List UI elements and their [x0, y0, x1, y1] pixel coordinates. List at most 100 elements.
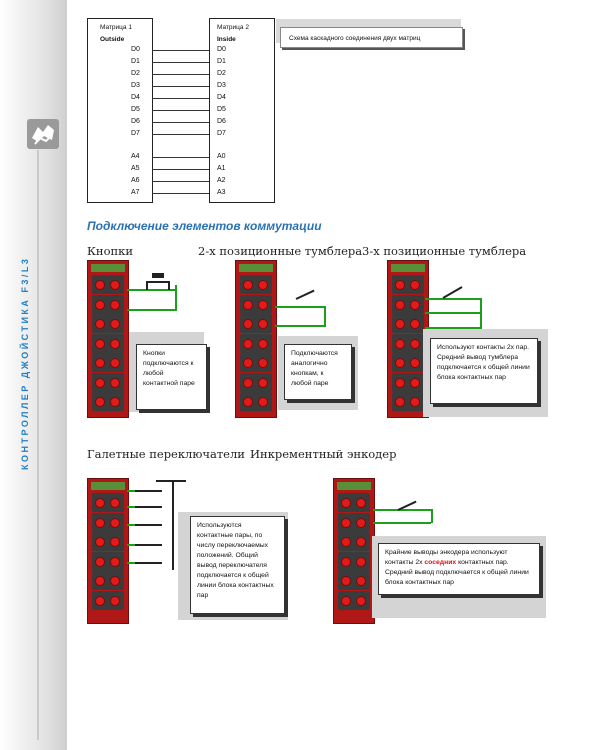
- board-contact-slot: [392, 353, 424, 372]
- matrix-1-title: Матрица 1: [100, 24, 132, 31]
- board-contact-slot: [240, 275, 272, 294]
- rotary-wire: [127, 544, 135, 546]
- matrix-connection-line: [152, 110, 209, 111]
- board-contact-dot: [258, 358, 268, 368]
- matrix-2-row-label: D0: [217, 46, 226, 53]
- matrix-connection-line: [152, 74, 209, 75]
- board-contact-slot: [92, 372, 124, 392]
- matrix-1-row-label: A5: [131, 165, 140, 172]
- sidebar-divider: [37, 150, 39, 740]
- board-contact-dot: [95, 556, 105, 567]
- matrix-1-row-label: A7: [131, 189, 140, 196]
- toggle2-wire-top: [275, 306, 325, 308]
- matrix-2-row-label: D1: [217, 58, 226, 65]
- board-contact-dot: [410, 358, 420, 368]
- matrix-connection-line: [152, 86, 209, 87]
- board-contact-dot: [95, 280, 105, 290]
- board-contact-dot: [395, 280, 405, 290]
- button-wire-top: [127, 289, 175, 291]
- matrix-2-row-label: D4: [217, 94, 226, 101]
- board-contact-dot: [95, 537, 105, 547]
- board-contact-slot: [338, 532, 370, 551]
- board-connector: [391, 264, 425, 272]
- matrix-1-row-label: D5: [131, 106, 140, 113]
- board-contact-dot: [243, 358, 253, 368]
- board-contact-dot: [356, 498, 366, 508]
- note-encoder-text-2: контактных пар. Средний вывод подключает…: [385, 559, 529, 586]
- matrix-1-row-label: A4: [131, 153, 140, 160]
- contact-board-image: [87, 478, 129, 624]
- matrix-1-row-label: D7: [131, 130, 140, 137]
- board-contact-slot: [338, 512, 370, 532]
- board-contact-slot: [92, 294, 124, 314]
- toggle3-wire-side: [480, 298, 482, 328]
- board-contact-dot: [110, 377, 120, 388]
- board-contact-slot: [392, 294, 424, 314]
- board-contact-slot: [240, 294, 272, 314]
- matrix-1-row-label: D6: [131, 118, 140, 125]
- matrix-1-row-label: D2: [131, 70, 140, 77]
- matrix-2-title: Матрица 2: [217, 24, 249, 31]
- button-wire-side: [175, 285, 177, 309]
- board-contact-dot: [341, 556, 351, 567]
- toggle3-wire-1: [425, 298, 480, 300]
- toggle3-wire-2: [425, 312, 480, 314]
- board-contact-slot: [92, 275, 124, 294]
- cascade-caption: Схема каскадного соединения двух матриц: [280, 27, 463, 48]
- matrix-connection-line: [152, 122, 209, 123]
- board-contact-dot: [410, 280, 420, 290]
- rotary-top-bar: [156, 480, 186, 482]
- board-contact-dot: [258, 397, 268, 407]
- rotary-contact-line: [135, 490, 162, 492]
- rotary-wire: [127, 506, 135, 508]
- matrix-2-row-label: D6: [217, 118, 226, 125]
- board-contact-dot: [356, 517, 366, 528]
- encoder-wire-2: [373, 522, 431, 524]
- matrix-2-row-label: D2: [217, 70, 226, 77]
- board-contact-slot: [392, 314, 424, 333]
- rotary-wire: [127, 490, 135, 492]
- board-connector: [337, 482, 371, 490]
- matrix-1-row-label: A6: [131, 177, 140, 184]
- button-wire-bottom: [127, 309, 177, 311]
- matrix-1-row-label: D3: [131, 82, 140, 89]
- board-contact-dot: [110, 537, 120, 547]
- board-contact-dot: [110, 319, 120, 329]
- matrix-2-row-label: A0: [217, 153, 226, 160]
- board-contact-slot: [92, 493, 124, 512]
- board-contact-dot: [243, 377, 253, 388]
- toggle3-wire-3: [425, 327, 482, 329]
- board-contact-dot: [110, 595, 120, 606]
- matrix-1-subtitle: Outside: [100, 36, 125, 43]
- board-contact-dot: [356, 537, 366, 547]
- board-contact-slot: [92, 314, 124, 333]
- matrix-connection-line: [152, 98, 209, 99]
- note-encoder-text: Крайние выводы энкодера используют конта…: [385, 549, 508, 566]
- board-contact-dot: [95, 576, 105, 586]
- board-contact-dot: [243, 319, 253, 329]
- heading-toggle2: 2-х позиционные тумблера: [198, 244, 363, 258]
- controller-logo-icon: [26, 118, 60, 150]
- toggle2-wire-bottom: [275, 325, 326, 327]
- board-contact-dot: [395, 397, 405, 407]
- board-contact-dot: [95, 397, 105, 407]
- board-contact-slot: [92, 532, 124, 551]
- board-contact-dot: [110, 299, 120, 310]
- board-connector: [239, 264, 273, 272]
- contact-board-image: [333, 478, 375, 624]
- board-contact-slot: [92, 590, 124, 610]
- board-contact-dot: [356, 595, 366, 606]
- board-contact-dot: [356, 556, 366, 567]
- contact-board-image: [235, 260, 277, 418]
- board-contact-dot: [258, 377, 268, 388]
- matrix-connection-line: [152, 50, 209, 51]
- board-contact-slot: [392, 333, 424, 353]
- board-contact-dot: [95, 517, 105, 528]
- matrix-connection-line: [152, 169, 209, 170]
- matrix-2-box: [209, 18, 275, 203]
- board-contact-dot: [341, 595, 351, 606]
- board-contact-dot: [110, 517, 120, 528]
- contact-board-image: [387, 260, 429, 418]
- board-contact-dot: [95, 299, 105, 310]
- board-contact-slot: [338, 590, 370, 610]
